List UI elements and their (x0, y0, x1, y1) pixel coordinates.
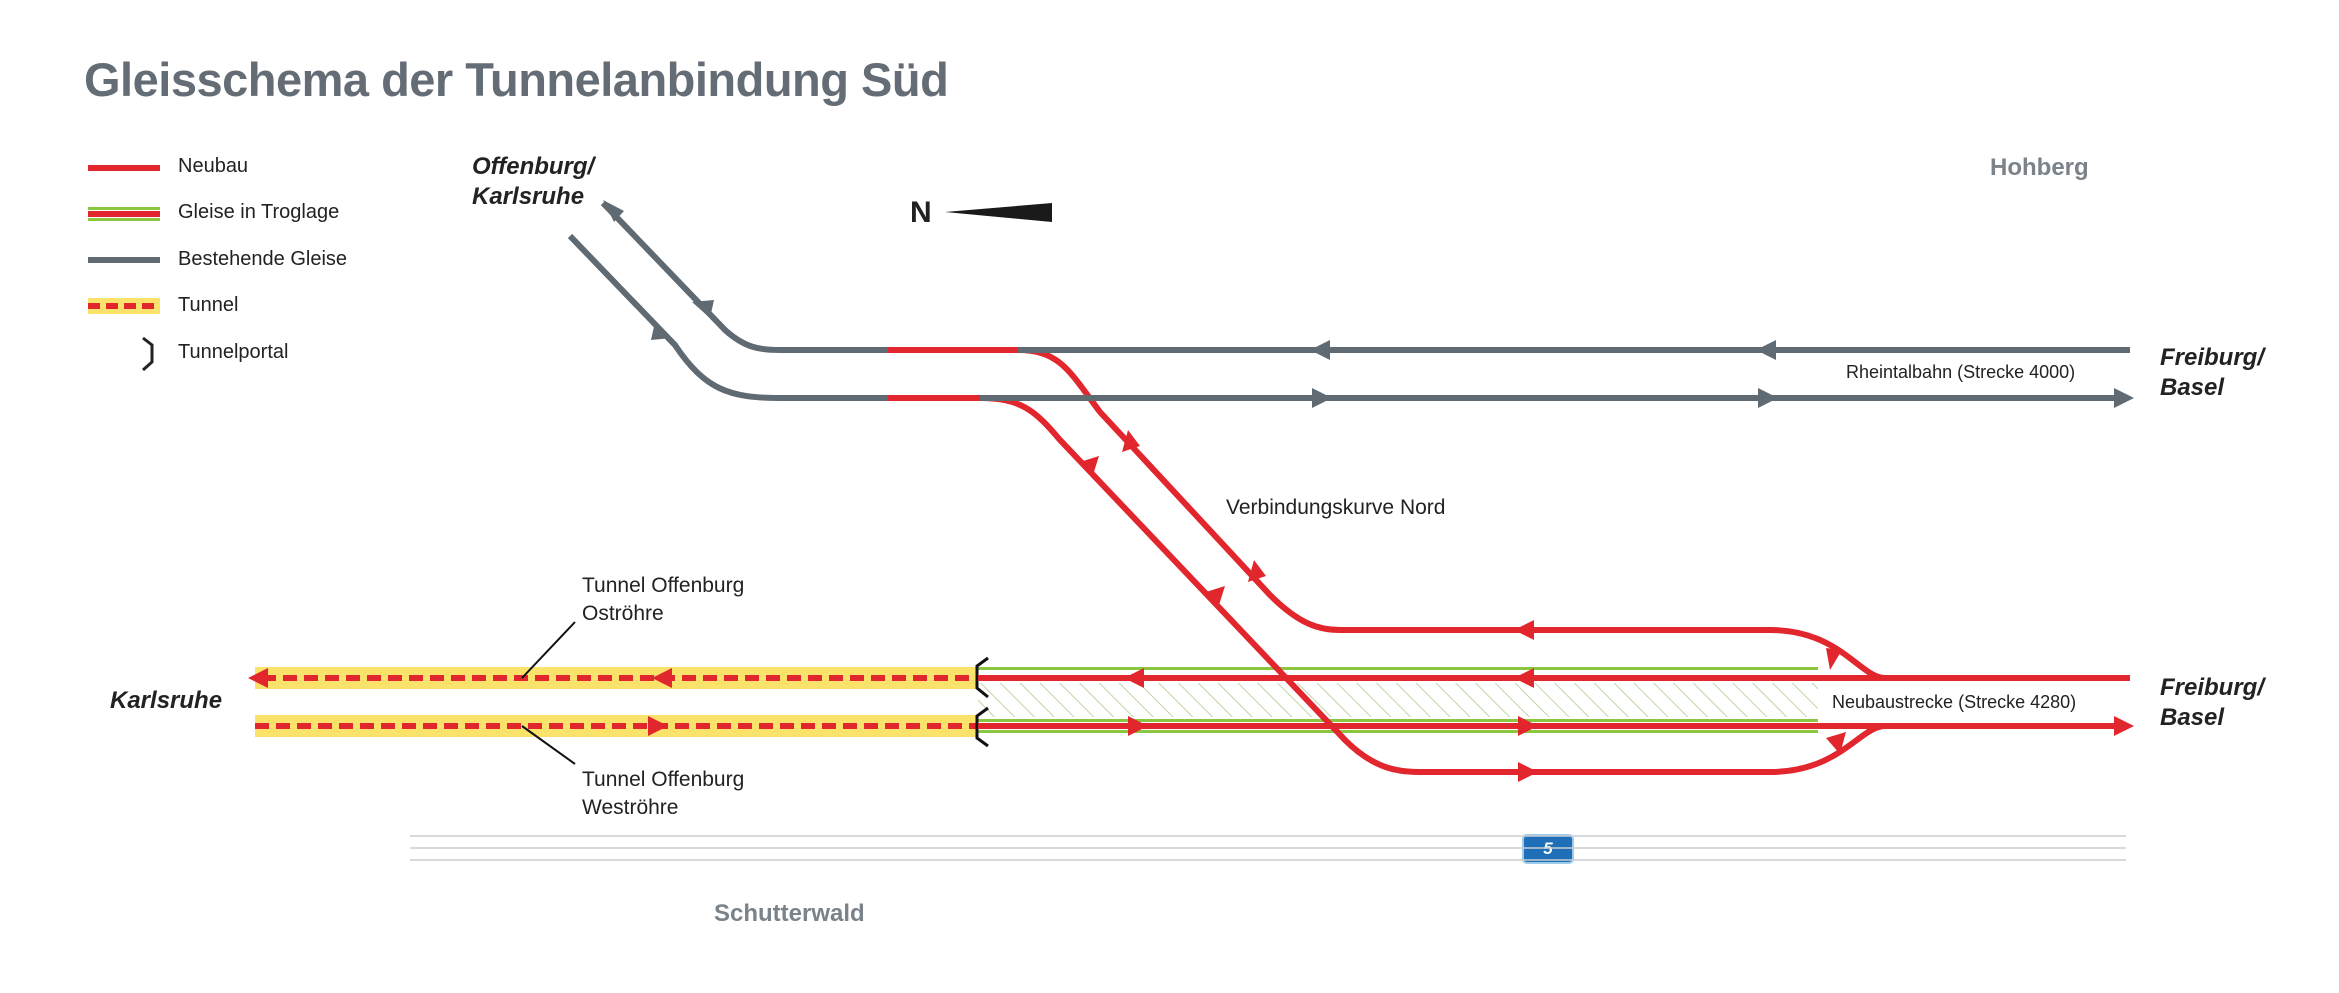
page-title: Gleisschema der Tunnelanbindung Süd (84, 53, 949, 106)
label-neubaustrecke: Neubaustrecke (Strecke 4280) (1832, 692, 2077, 712)
legend-label-neubau: Neubau (178, 155, 249, 177)
legend-label-tunnel: Tunnel (178, 294, 239, 316)
tunnel-tubes (248, 667, 978, 737)
label-rheintalbahn: Rheintalbahn (Strecke 4000) (1846, 362, 2076, 382)
motorway-a5 (410, 835, 2126, 861)
label-tunnel-west: Tunnel Offenburg Weströhre (582, 768, 745, 819)
place-karlsruhe: Karlsruhe (110, 687, 223, 714)
tunnel-portals (975, 656, 989, 748)
label-tunnel-ost: Tunnel Offenburg Oströhre (582, 574, 745, 625)
legend-label-tunnelportal: Tunnelportal (178, 341, 289, 363)
legend-label-existing: Bestehende Gleise (178, 248, 348, 270)
place-offenburg-karlsruhe: Offenburg/ Karlsruhe (472, 153, 595, 210)
existing-tracks (567, 200, 2130, 401)
place-freiburg-basel-top: Freiburg/ Basel (2160, 344, 2265, 401)
label-leaders (521, 621, 576, 765)
town-hohberg: Hohberg (1990, 154, 2089, 181)
legend-label-trough: Gleise in Troglage (178, 201, 340, 223)
town-schutterwald: Schutterwald (714, 900, 865, 927)
neubau-track-arrows (648, 430, 2134, 782)
north-arrow (945, 203, 1052, 222)
place-freiburg-basel-bottom: Freiburg/ Basel (2160, 674, 2265, 731)
legend-symbols (88, 165, 160, 372)
existing-track-arrows (603, 200, 2134, 408)
label-verbindungskurve-nord: Verbindungskurve Nord (1226, 496, 1446, 519)
north-label: N (910, 196, 932, 229)
